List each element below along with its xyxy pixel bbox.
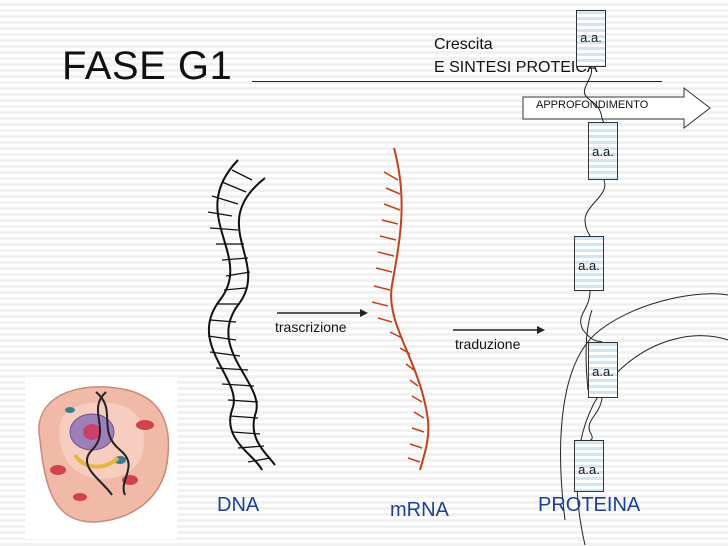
dna-rung — [221, 181, 247, 193]
dna-rung — [231, 431, 261, 435]
header-line-1: Crescita — [434, 36, 493, 53]
mrna-base-tick — [389, 331, 403, 339]
dna-rung — [225, 271, 251, 277]
dna-rung — [211, 195, 239, 205]
mrna-base-tick — [373, 285, 391, 291]
mrna-base-tick — [409, 443, 423, 449]
mrna-strand-icon — [390, 147, 430, 471]
dna-rung — [209, 319, 237, 323]
amino-acid-box: a.a. — [574, 440, 604, 492]
mrna-base-tick — [407, 457, 421, 463]
protein-label: PROTEINA — [538, 494, 641, 516]
dna-rung — [209, 227, 239, 231]
mrna-base-tick — [411, 427, 425, 433]
amino-acid-box: a.a. — [574, 236, 604, 291]
dna-rungs — [207, 169, 271, 463]
translation-arrow-icon — [453, 326, 545, 334]
dna-rung — [207, 335, 237, 341]
mrna-base-tick — [377, 251, 395, 257]
header-line-2: E SINTESI PROTEICA — [434, 59, 598, 76]
dna-rung — [207, 211, 233, 217]
amino-acid-box: a.a. — [576, 10, 606, 67]
dna-rung — [221, 257, 249, 261]
mrna-base-tick — [409, 379, 419, 387]
mrna-base-tick — [405, 363, 415, 371]
dna-rung — [209, 351, 241, 357]
amino-acid-box: a.a. — [588, 122, 618, 180]
transcription-arrow-icon — [277, 309, 368, 317]
dna-rung — [231, 169, 253, 181]
slide-title: FASE G1 — [62, 44, 233, 88]
approfondimento-button-shape[interactable] — [522, 86, 711, 130]
dna-rung — [223, 287, 247, 291]
dna-rung — [229, 415, 259, 419]
mrna-base-tick — [379, 235, 397, 241]
mrna-ticks — [371, 171, 425, 463]
dna-rung — [237, 445, 265, 449]
mrna-base-tick — [377, 317, 393, 323]
mrna-base-tick — [381, 219, 399, 225]
mrna-base-tick — [375, 267, 393, 273]
mrna-base-tick — [399, 347, 411, 355]
mrna-base-tick — [411, 395, 423, 403]
mrna-base-tick — [413, 411, 425, 419]
amino-acid-box: a.a. — [588, 342, 618, 398]
approfondimento-button[interactable]: APPROFONDIMENTO — [536, 99, 649, 111]
dna-rung — [247, 457, 271, 463]
mrna-base-tick — [385, 187, 401, 195]
cell-illustration-icon — [25, 377, 177, 539]
mrna-base-tick — [383, 171, 399, 181]
mrna-label: mRNA — [390, 499, 449, 521]
translation-label: traduzione — [455, 336, 521, 352]
mrna-base-tick — [383, 203, 401, 211]
mrna-base-tick — [371, 301, 389, 307]
title-underline — [252, 81, 662, 82]
dna-rung — [221, 383, 255, 387]
dna-rung — [227, 399, 259, 403]
transcription-label: trascrizione — [275, 319, 347, 335]
dna-label: DNA — [217, 494, 260, 516]
dna-helix-icon — [207, 159, 276, 471]
dna-rung — [215, 367, 249, 371]
